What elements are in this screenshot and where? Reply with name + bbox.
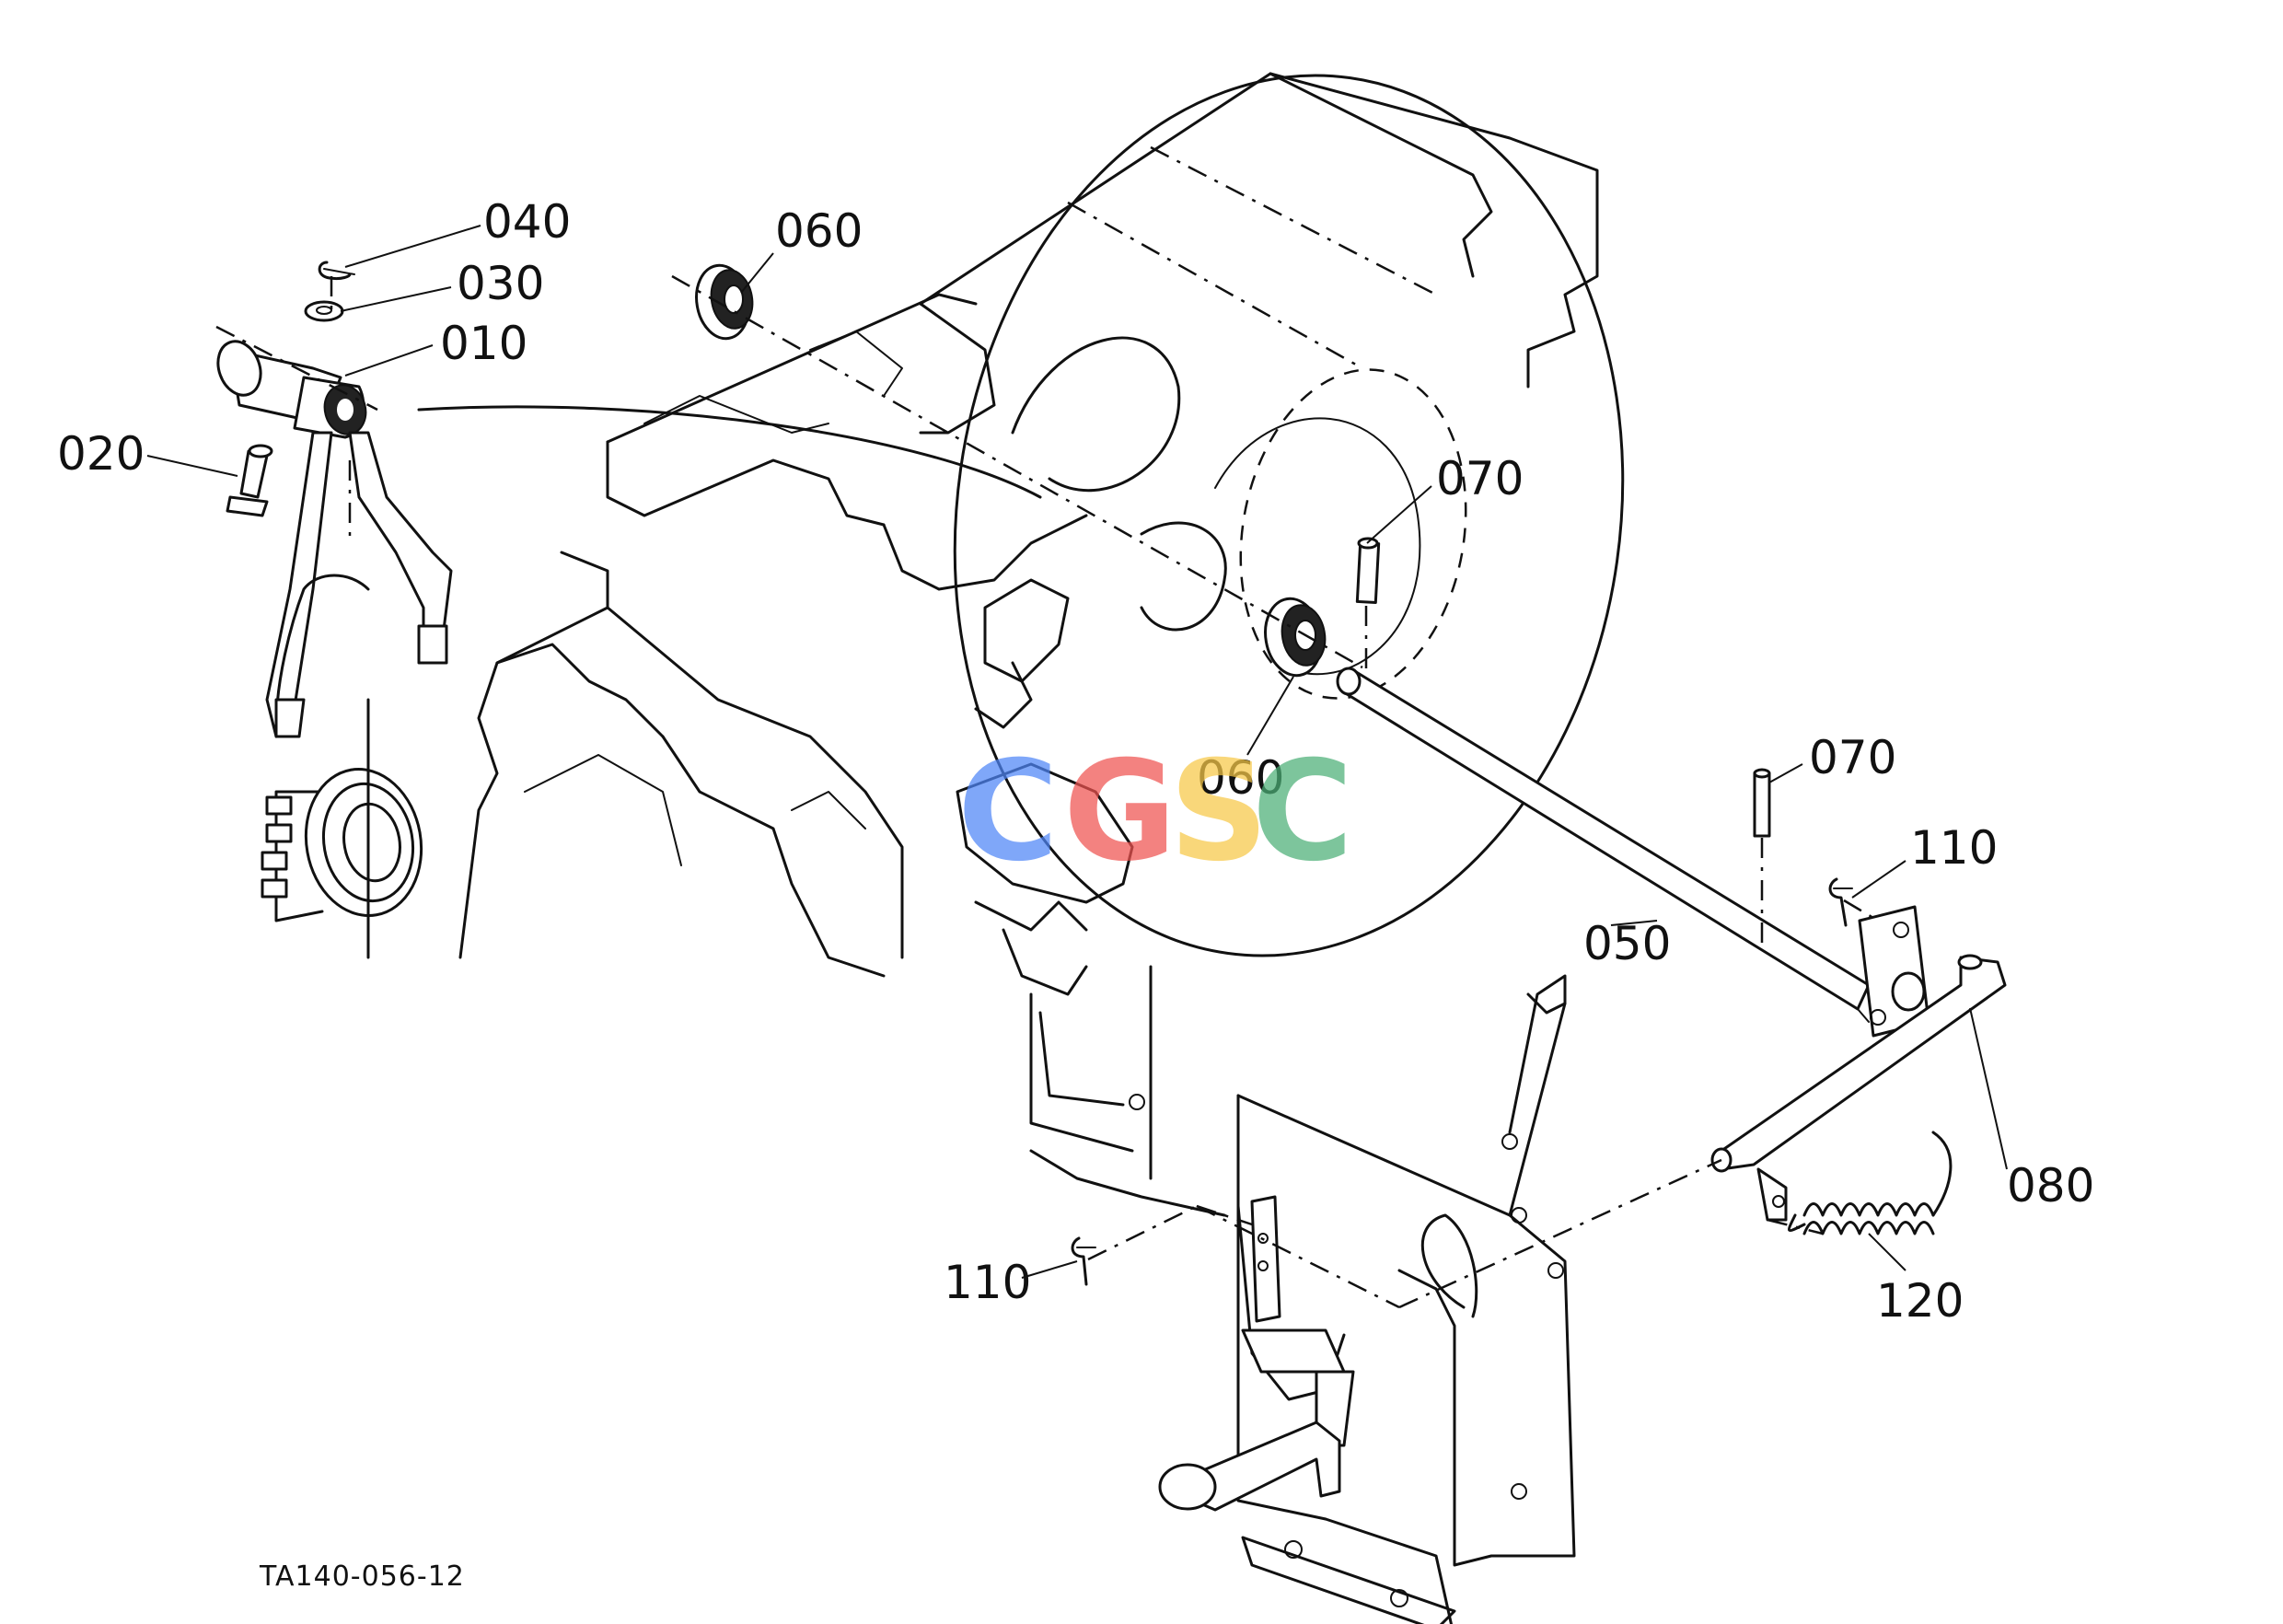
callout-120: 120	[1876, 1274, 1964, 1328]
callout-060-top: 060	[775, 204, 863, 258]
return-spring-120	[1788, 1131, 1953, 1235]
callout-040: 040	[483, 195, 571, 249]
shaft-050	[1336, 667, 1871, 1023]
callout-070-top: 070	[1436, 452, 1524, 505]
snap-clip-040	[318, 261, 355, 280]
callout-060-mid: 060	[1197, 751, 1284, 805]
spring-pin-070-mid	[1753, 768, 1771, 838]
watermark-letter-2: G	[1063, 732, 1176, 892]
pin-020	[226, 444, 273, 517]
cotter-pin-110-right	[1828, 877, 1853, 927]
callout-110-right: 110	[1910, 821, 1998, 875]
callout-080: 080	[2007, 1159, 2094, 1212]
callout-010: 010	[440, 317, 527, 370]
drawing-code: TA140-056-12	[259, 1560, 465, 1593]
spring-pin-070-top	[1355, 537, 1381, 604]
link-rod-080	[1710, 954, 2007, 1222]
callout-labels: 040 030 010 020 060 070 060 070 110 050 …	[57, 195, 2094, 1593]
watermark-letter-4: C	[1252, 732, 1353, 892]
washer-030	[304, 300, 344, 322]
shift-fork-010	[216, 340, 453, 738]
center-lines	[215, 274, 1879, 1309]
leader-lines	[146, 225, 2008, 1279]
watermark-letter-1: C	[957, 732, 1059, 892]
bushing-060-mid	[1264, 597, 1327, 678]
callout-030: 030	[457, 257, 544, 310]
callout-070-mid: 070	[1809, 731, 1896, 784]
bushing-060-top	[695, 263, 754, 341]
cgsc-watermark: C G S C	[957, 732, 1353, 892]
callout-110-left: 110	[944, 1256, 1031, 1309]
callout-020: 020	[57, 427, 145, 481]
transmission-housing	[458, 72, 1625, 1624]
callout-050: 050	[1583, 917, 1671, 970]
watermark-letter-3: S	[1169, 732, 1269, 892]
clutch-pedal	[1158, 1195, 1355, 1512]
release-bearing	[261, 767, 423, 922]
cotter-pin-110-left	[1071, 1236, 1096, 1286]
